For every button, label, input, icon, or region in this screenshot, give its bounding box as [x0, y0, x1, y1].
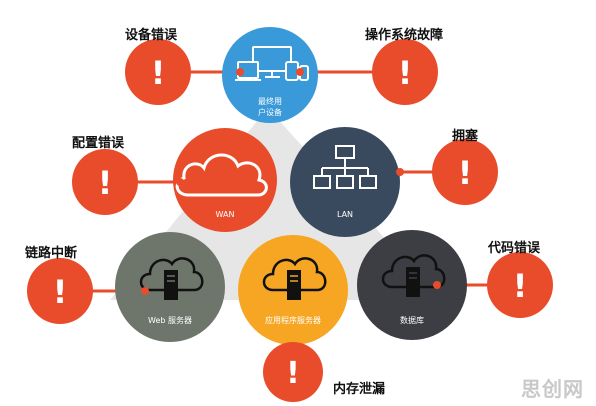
alert-code-error: !	[487, 252, 553, 318]
junction-dot	[433, 281, 441, 289]
fault-label-congestion: 拥塞	[452, 129, 479, 144]
alert-icon: !	[53, 273, 68, 311]
junction-dot	[296, 68, 304, 76]
junction-dots	[141, 68, 441, 295]
alert-icon: !	[458, 154, 473, 192]
watermark: 思创网	[521, 377, 584, 401]
devices-icon	[235, 46, 309, 81]
node-end-user-label: 最终用	[258, 96, 282, 106]
fault-label-memory-leak: 内存泄漏	[333, 382, 386, 397]
alert-congestion: !	[432, 139, 498, 205]
alert-icon: !	[398, 54, 413, 92]
node-lan	[290, 127, 400, 237]
fault-label-config-error: 配置错误	[72, 136, 125, 151]
fault-label-os-fault: 操作系统故障	[365, 28, 444, 43]
node-app-server-label: 应用程序服务器	[265, 315, 321, 325]
cloud-server-icon	[139, 257, 204, 300]
cloud-server-icon	[262, 257, 327, 300]
fault-label-link-break: 链路中断	[25, 246, 78, 261]
node-end-user	[222, 27, 318, 123]
alert-icon: !	[513, 267, 528, 305]
alert-os-fault: !	[372, 39, 438, 105]
fault-label-device-error: 设备错误	[125, 28, 178, 43]
alert-device-error: !	[125, 39, 191, 105]
alert-memory-leak: !	[263, 342, 323, 402]
junction-dot	[176, 178, 184, 186]
cloud-server-icon	[381, 254, 446, 297]
node-web-server-label: Web 服务器	[148, 315, 192, 325]
alert-link-break: !	[27, 258, 93, 324]
junction-dot	[236, 68, 244, 76]
alert-config-error: !	[72, 149, 138, 215]
node-wan-label: WAN	[216, 210, 235, 219]
node-end-user-label-2: 户设备	[258, 107, 282, 117]
fault-label-code-error: 代码错误	[488, 241, 541, 256]
alert-icon: !	[98, 164, 113, 202]
network-icon	[313, 145, 377, 189]
node-lan-label: LAN	[337, 210, 353, 219]
junction-dot	[396, 168, 404, 176]
junction-dot	[141, 287, 149, 295]
alert-icon: !	[151, 54, 166, 92]
node-wan	[173, 128, 277, 232]
alert-icon: !	[286, 356, 300, 391]
node-database-label: 数据库	[400, 315, 424, 325]
